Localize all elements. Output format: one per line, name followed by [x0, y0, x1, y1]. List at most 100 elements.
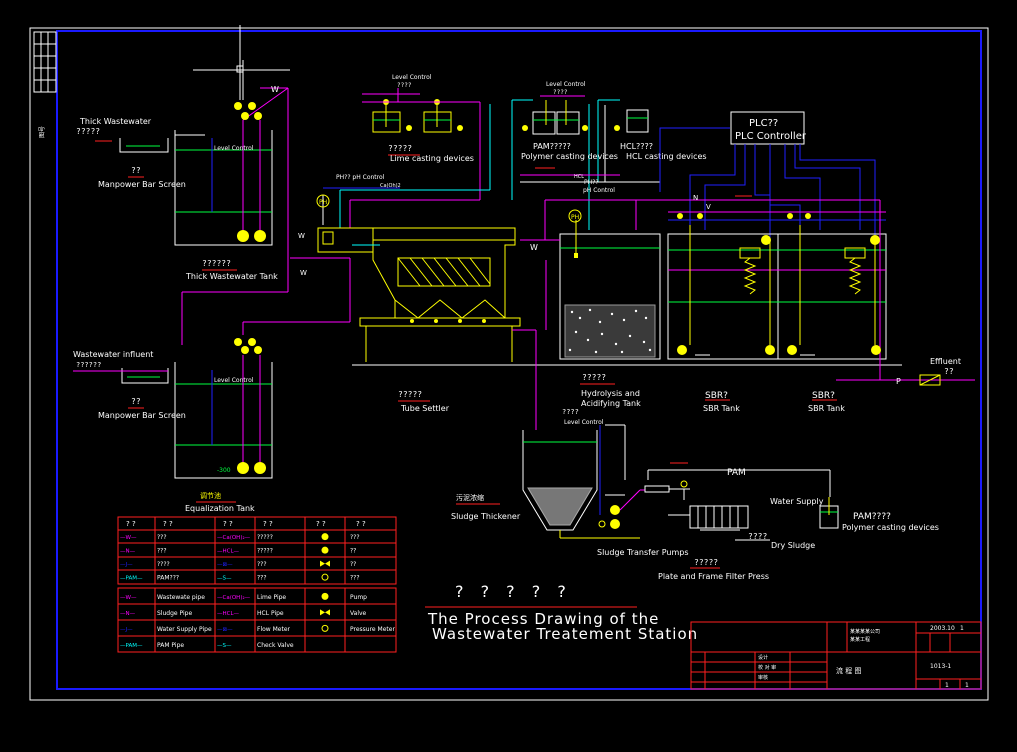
legend-bottom-cell: —N—: [120, 611, 136, 617]
legend-top-cell: ?????: [257, 534, 273, 541]
tb-c3: 审核: [758, 674, 768, 681]
sbr2-en: SBR Tank: [808, 404, 845, 413]
legend-top-header: ? ?: [263, 520, 273, 528]
plc-controller-box: [730, 111, 805, 145]
legend-bottom-cell: Wastewate pipe: [157, 594, 205, 601]
legend-bottom-cell: —J—: [120, 627, 133, 633]
legend-bottom-cell: Lime Pipe: [257, 594, 286, 601]
polymer-device-right: [819, 497, 839, 529]
influent-en: Wastewater influent: [73, 350, 153, 359]
valve-icon: [320, 560, 330, 567]
pump-icon: [321, 533, 329, 541]
hydro-en2: Acidifying Tank: [581, 399, 641, 408]
legend-bottom-cell: Flow Meter: [257, 626, 291, 633]
pipe-w-label-3: W: [300, 269, 307, 277]
legend-bottom-cell: Check Valve: [257, 642, 294, 649]
equalization-tank: [73, 248, 351, 479]
legend-bottom-cell: Pressure Meter: [350, 626, 395, 633]
tb-project: 某某工程: [850, 636, 870, 643]
legend-top-cell: —PAM—: [120, 576, 143, 582]
pipe-w-label-1: W: [271, 85, 279, 94]
thick-wastewater-tank: [119, 25, 290, 248]
hcl-top-label: HCL????: [620, 142, 653, 151]
pump-icon: [321, 592, 329, 600]
pipe-p-label: P: [896, 377, 901, 386]
thick-wastewater-cn: ?????: [76, 127, 100, 136]
plate-frame-filter-press: [668, 505, 770, 541]
legend-top-cell: ??: [350, 548, 356, 555]
tube-cn: ?????: [398, 390, 422, 399]
pipe-v-label: V: [706, 203, 711, 211]
hcl-casting-device: [520, 99, 660, 183]
pam-level-control: Level Control: [546, 81, 586, 88]
legend-bottom-table: [117, 587, 397, 653]
thickener-en: Sludge Thickener: [451, 512, 521, 521]
legend-bottom-cell: Valve: [350, 610, 367, 617]
sbr1-en: SBR Tank: [703, 404, 740, 413]
press-cn: ?????: [694, 558, 718, 567]
transfer-pumps: Sludge Transfer Pumps: [597, 548, 689, 557]
ph-short-label: PH??: [584, 179, 599, 186]
legend-bottom-cell: Water Supply Pipe: [157, 626, 212, 633]
press-en: Plate and Frame Filter Press: [658, 572, 769, 581]
tb-drawing-no: 1013-1: [930, 663, 951, 670]
thickener-level: Level Control: [564, 419, 604, 426]
left-strip-label: 图号: [39, 126, 46, 138]
tube-settler: [317, 227, 521, 362]
thick-tank-en: Thick Wastewater Tank: [185, 272, 278, 281]
hcl-casting-label: HCL casting devices: [626, 152, 707, 161]
frame-border: [56, 30, 982, 690]
eq-tank-valves: [234, 338, 262, 354]
legend-top-header: ? ?: [163, 520, 173, 528]
eq-tank-mark: -300: [217, 467, 231, 474]
hydrolysis-tank: [520, 199, 880, 360]
legend-top-cell: —⊠—: [217, 562, 233, 568]
legend-top-cell: —N—: [120, 549, 136, 555]
legend-top-cell: ????: [157, 561, 170, 568]
pam-dosing-line: [644, 469, 831, 500]
legend-bottom-cell: HCL Pipe: [257, 610, 284, 617]
dry-sludge-en: Dry Sludge: [771, 541, 815, 550]
influent-cn: ??????: [76, 361, 101, 369]
eq-tank-en: Equalization Tank: [185, 504, 255, 513]
legend-top-cell: ?????: [257, 548, 273, 555]
ph-symbol-1: PH: [319, 199, 327, 206]
legend-top-header: ? ?: [223, 520, 233, 528]
legend-top-cell: PAM???: [157, 575, 179, 582]
pam-casting-devices: [511, 95, 590, 230]
pipe-cao-label: Ca(Oh)2: [380, 183, 401, 189]
hydro-en1: Hydrolysis and: [581, 389, 640, 398]
polymer-top-label: Polymer casting devices: [521, 152, 618, 161]
tb-c1: 设计: [758, 654, 768, 661]
thick-wastewater-label: Thick Wastewater: [79, 117, 152, 126]
effluent-line: [836, 359, 975, 386]
effluent-cn: ??: [944, 367, 954, 376]
tb-date: 2003.10: [930, 625, 955, 632]
tb-of: 1: [965, 682, 969, 689]
sludge-thickener: [512, 260, 645, 539]
thick-tank-cn: ??????: [202, 259, 231, 268]
legend-top-header: ? ?: [356, 520, 366, 528]
plc-signal-lines: [659, 127, 876, 240]
legend-top-cell: ???: [350, 534, 360, 541]
legend-bottom-cell: —PAM—: [120, 643, 143, 649]
legend-bottom-cell: —S—: [217, 643, 232, 649]
sbr-tanks: [667, 200, 887, 360]
legend-bottom-cell: Sludge Pipe: [157, 610, 192, 617]
gauge-icon: [321, 624, 329, 632]
ph-meter-2: [568, 209, 582, 223]
pam-top-label: PAM?????: [533, 142, 571, 151]
tb-c2: 校 对 审: [758, 664, 776, 671]
ph-meter-1: [316, 194, 330, 208]
tube-settler-sludge-valves: [410, 319, 486, 323]
title-block: [690, 621, 982, 690]
valve-icon: [320, 609, 330, 616]
sheet-border: [29, 27, 989, 701]
legend-bottom-cell: —HCL—: [217, 611, 240, 617]
effluent-en: Effluent: [930, 357, 961, 366]
pam-right-label: PAM????: [853, 512, 891, 522]
polymer-right-label: Polymer casting devices: [842, 523, 939, 532]
title-cn: ? ? ? ? ?: [455, 582, 572, 601]
legend-top-cell: —Ca(OH)₂—: [217, 535, 251, 541]
